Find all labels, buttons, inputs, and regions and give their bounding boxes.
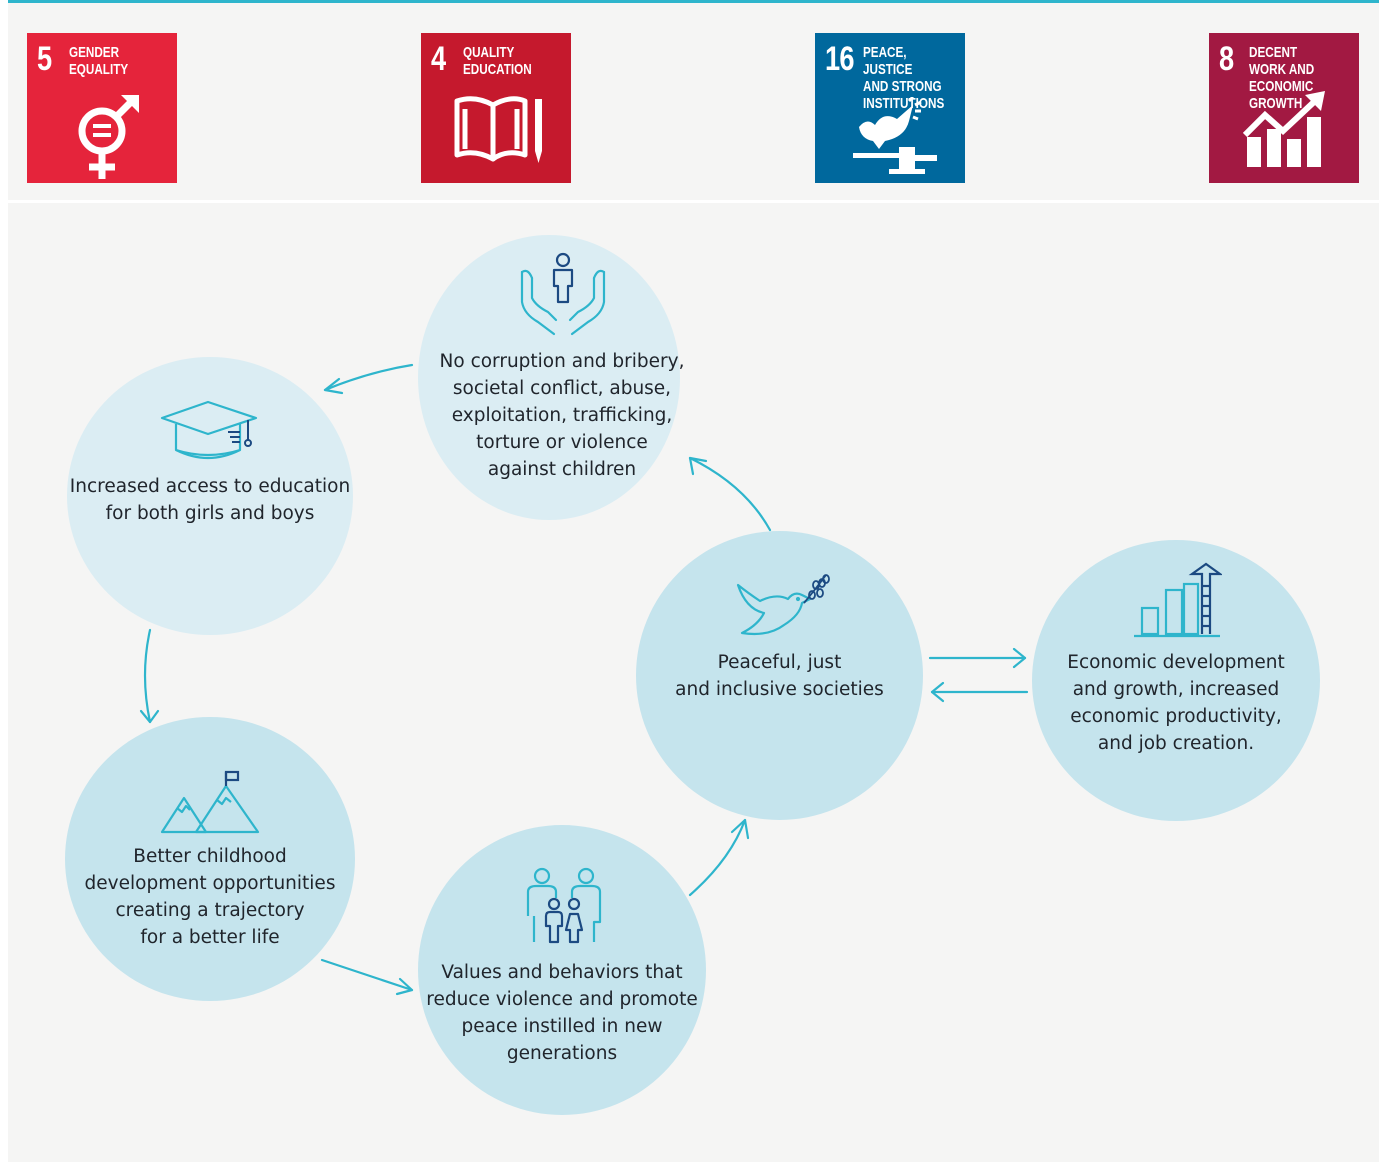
sdg-tile-peace-justice: 16 PEACE, JUSTICE AND STRONG INSTITUTION… (815, 33, 965, 183)
sdg-number: 16 (825, 40, 854, 78)
sdg-label: PEACE, JUSTICE AND STRONG INSTITUTIONS (863, 44, 945, 112)
arrow-childhood-to-values (320, 958, 414, 992)
node-economic-development (1032, 540, 1320, 821)
node-text-education: Increased access to education for both g… (69, 476, 351, 524)
dove-gavel-icon (853, 97, 937, 174)
growth-chart-icon (1243, 91, 1325, 167)
header-divider (8, 200, 1379, 203)
sdg-tile-gender-equality: 5 GENDER EQUALITY (27, 33, 177, 183)
sdg-tile-decent-work: 8 DECENT WORK AND ECONOMIC GROWTH (1209, 33, 1359, 183)
node-text-no-corruption: No corruption and bribery, societal conf… (439, 351, 685, 480)
mountains-flag-icon (160, 770, 260, 834)
arrow-education-to-childhood (143, 628, 152, 724)
node-text-economic: Economic development and growth, increas… (1067, 652, 1285, 754)
top-divider (8, 0, 1379, 3)
node-text-values: Values and behaviors that reduce violenc… (426, 962, 698, 1064)
node-text-peaceful: Peaceful, just and inclusive societies (675, 652, 884, 700)
sdg-number: 4 (431, 40, 446, 78)
sdg-number: 8 (1219, 40, 1234, 78)
node-peaceful-societies (636, 531, 923, 820)
sdg-label: QUALITY EDUCATION (463, 44, 532, 78)
bar-chart-growth-icon (1134, 562, 1222, 638)
arrow-corruption-to-education (323, 363, 414, 392)
sdg-tile-quality-education: 4 QUALITY EDUCATION (421, 33, 571, 183)
dove-icon (736, 574, 830, 636)
sdg-label: GENDER EQUALITY (69, 44, 129, 78)
family-icon (526, 867, 602, 944)
arrow-peaceful-to-corruption (688, 456, 772, 532)
hands-protecting-child-icon (520, 252, 606, 336)
node-values-behaviors (418, 825, 706, 1115)
sdg-number: 5 (37, 40, 52, 78)
sdg-label: DECENT WORK AND ECONOMIC GROWTH (1249, 44, 1315, 112)
graduation-cap-icon (160, 400, 258, 460)
book-pencil-icon (454, 96, 542, 163)
gender-equality-icon (78, 95, 139, 179)
node-childhood-development (65, 717, 355, 1001)
node-text-childhood: Better childhood development opportuniti… (84, 846, 336, 948)
arrow-values-to-peaceful (688, 818, 747, 897)
node-no-corruption (418, 235, 680, 520)
